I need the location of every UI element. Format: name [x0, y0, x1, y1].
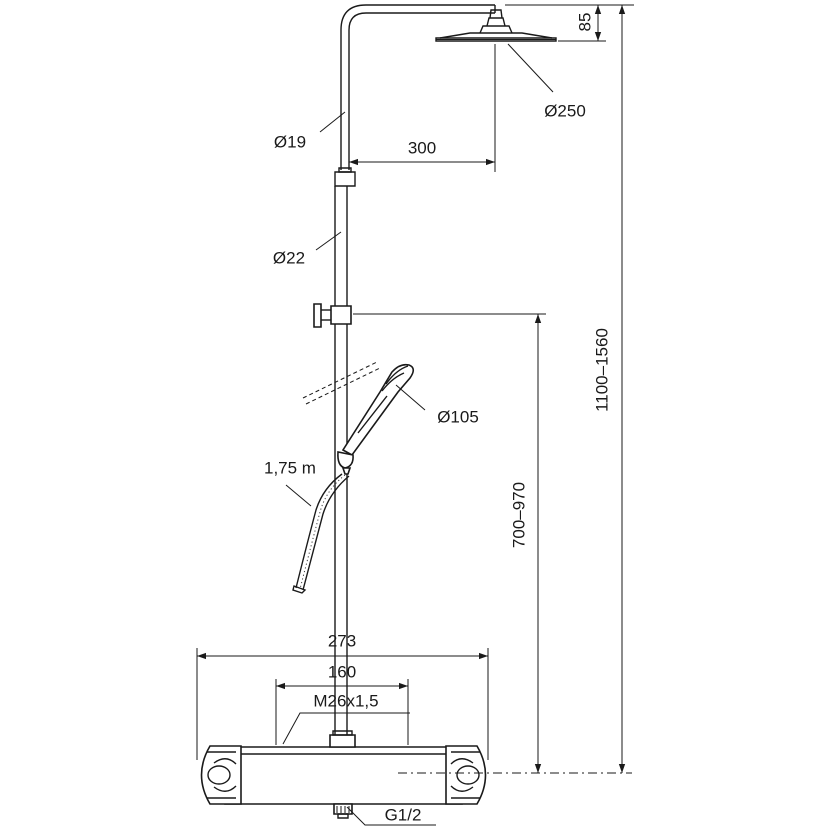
label-total-height: 1100–1560	[593, 328, 612, 412]
leader-lower-pipe-diameter: Ø22	[273, 231, 342, 268]
leader-upper-pipe-diameter: Ø19	[274, 111, 346, 152]
slider-bracket	[313, 303, 352, 328]
label-inlet-thread: G1/2	[385, 806, 422, 825]
dim-mixer-width: 273	[196, 632, 489, 760]
thermostatic-mixer	[200, 730, 487, 819]
label-arm-length: 300	[408, 139, 436, 158]
label-outlet-spacing: 160	[328, 663, 356, 682]
overhead-shower-head	[435, 9, 557, 42]
dim-arm-length: 300	[349, 44, 496, 172]
dim-head-drop: 85	[505, 4, 606, 42]
leader-head-diameter: Ø250	[507, 43, 586, 121]
label-valve-height: 700–970	[510, 482, 529, 548]
leader-hose-length: 1,75 m	[264, 459, 316, 507]
leader-handshower-diameter: Ø105	[395, 384, 479, 427]
hand-shower	[302, 361, 415, 475]
dim-total-height: 1100–1560	[593, 4, 634, 773]
label-head-drop: 85	[576, 13, 595, 32]
label-lower-pipe-diameter: Ø22	[273, 249, 305, 268]
label-outlet-thread: M26x1,5	[313, 692, 378, 711]
label-hose-length: 1,75 m	[264, 459, 316, 478]
label-handshower-diameter: Ø105	[437, 408, 479, 427]
upper-riser-pipe	[340, 4, 496, 170]
leader-outlet-thread: M26x1,5	[282, 692, 410, 745]
label-upper-pipe-diameter: Ø19	[274, 133, 306, 152]
dim-outlet-spacing: 160	[275, 663, 409, 745]
leader-inlet-thread: G1/2	[346, 806, 436, 826]
shower-hose	[292, 473, 350, 594]
label-head-diameter: Ø250	[544, 102, 586, 121]
dim-valve-height: 700–970	[353, 313, 546, 773]
label-mixer-width: 273	[328, 632, 356, 651]
